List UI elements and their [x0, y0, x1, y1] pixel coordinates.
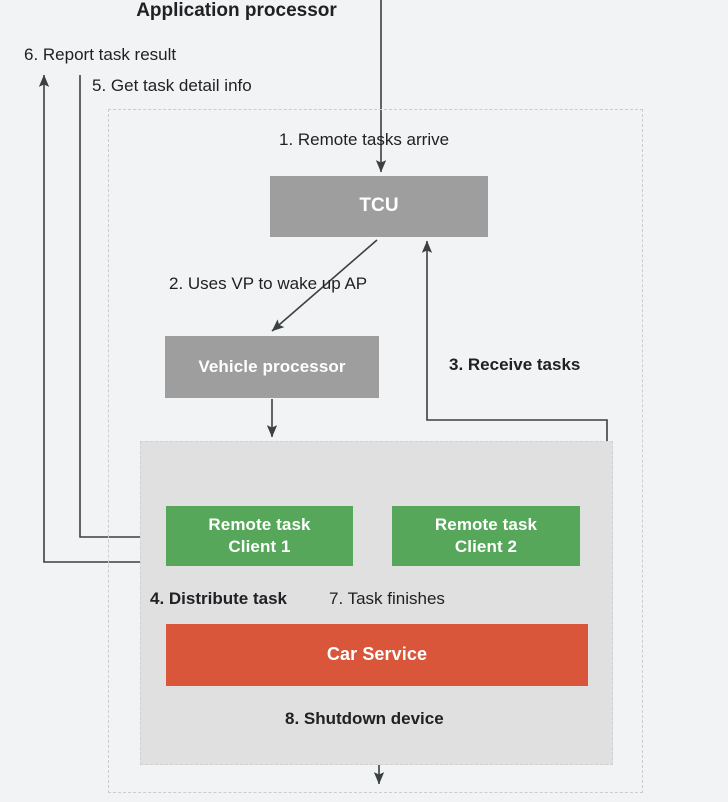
node-remote-task-client-2[interactable]: Remote task Client 2 [392, 506, 580, 566]
edge-step6 [38, 74, 166, 563]
client2-line1: Remote task [434, 515, 538, 535]
edge-label-step8: 8. Shutdown device [285, 709, 444, 728]
client1-line1: Remote task [208, 515, 311, 535]
node-tcu[interactable]: TCU [270, 176, 488, 237]
edge-label-step4: 4. Distribute task [150, 589, 287, 608]
edge-step5 [79, 75, 162, 543]
node-remote-task-client-1-label: Remote task Client 1 [208, 514, 310, 558]
application-processor-region [140, 441, 613, 765]
edge-label-step3: 3. Receive tasks [449, 355, 581, 374]
edge-step2 [271, 239, 378, 332]
client2-line2: Client 2 [454, 537, 518, 556]
application-processor-title: Application processor [136, 0, 337, 21]
node-remote-task-client-2-label: Remote task Client 2 [435, 514, 537, 558]
edge-label-step6: 6. Report task result [24, 45, 177, 64]
edge-label-step7: 7. Task finishes [329, 589, 445, 608]
client1-line2: Client 1 [228, 537, 291, 556]
system-boundary-region [108, 109, 643, 793]
edge-label-step1: 1. Remote tasks arrive [279, 130, 450, 149]
node-remote-task-client-1[interactable]: Remote task Client 1 [166, 506, 353, 566]
edge-label-step5: 5. Get task detail info [92, 76, 252, 95]
edge-label-step2: 2. Uses VP to wake up AP [169, 274, 368, 293]
node-vehicle-processor[interactable]: Vehicle processor [165, 336, 379, 398]
node-car-service[interactable]: Car Service [166, 624, 588, 686]
node-tcu-label: TCU [359, 195, 399, 217]
node-car-service-label: Car Service [326, 644, 428, 665]
node-vehicle-processor-label: Vehicle processor [198, 357, 346, 377]
